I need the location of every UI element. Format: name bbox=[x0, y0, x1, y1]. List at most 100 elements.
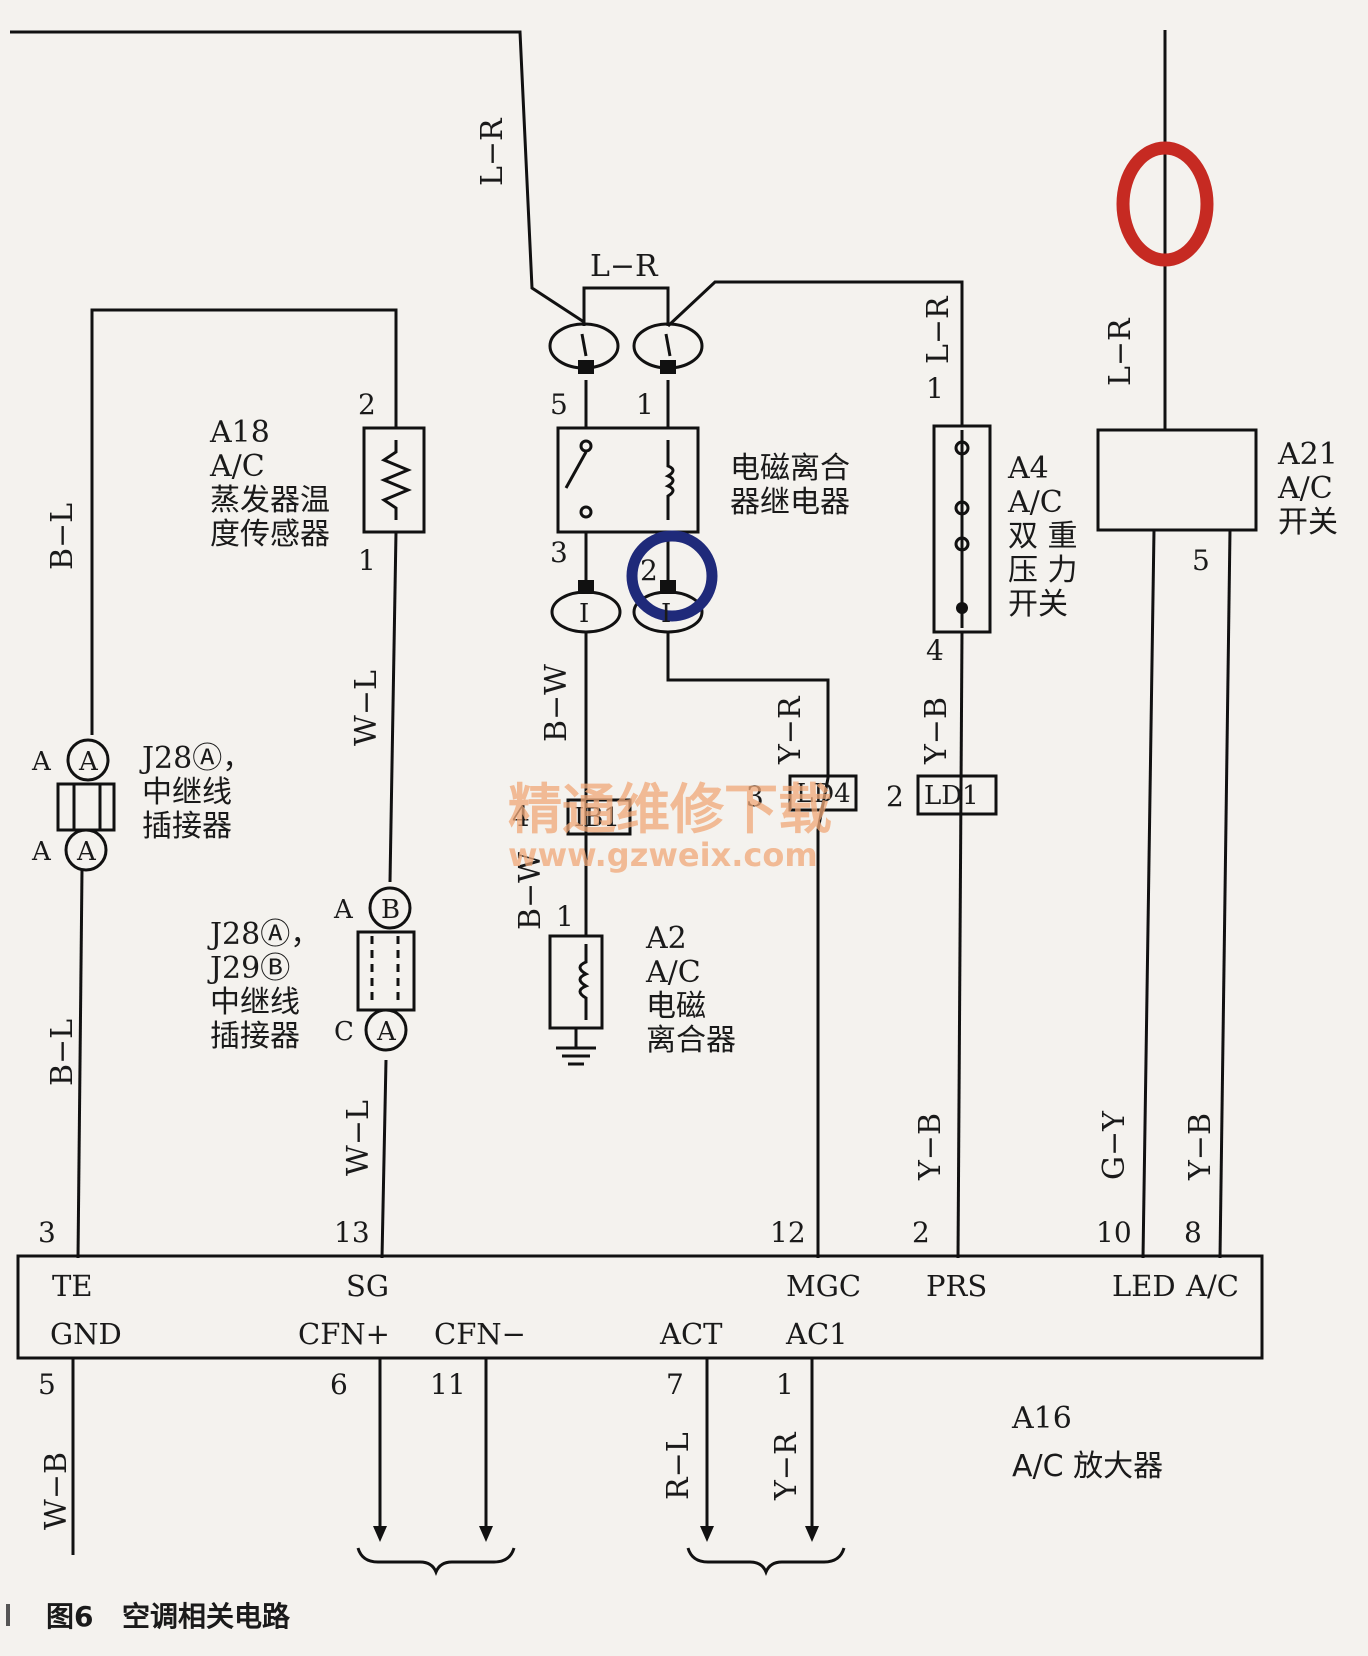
pin-relay-3: 3 bbox=[550, 536, 568, 569]
conn-j28-a-bottom: A bbox=[76, 837, 97, 867]
j28-top-connector bbox=[56, 738, 116, 872]
wire-label-wl-upper: W−L bbox=[349, 670, 384, 746]
wire-a4-prs bbox=[956, 631, 964, 1259]
pin-amp-2: 2 bbox=[912, 1216, 930, 1249]
pin-relay-2: 2 bbox=[640, 554, 658, 587]
conn-j28-left-top: A bbox=[31, 747, 52, 777]
relay-lower-right-socket bbox=[632, 590, 704, 634]
a21-code: A21 bbox=[1277, 437, 1338, 472]
conn-j28j29-a: A bbox=[376, 1017, 397, 1047]
wire-bl-lower bbox=[76, 869, 84, 1259]
a4-line1: A/C bbox=[1007, 485, 1063, 520]
relay-line1: 电磁离合 bbox=[730, 451, 850, 486]
wire-label-rl: R−L bbox=[661, 1432, 696, 1500]
j28j29-code1: J28Ⓐ， bbox=[207, 917, 320, 952]
amp-gnd: GND bbox=[50, 1317, 122, 1351]
j28j29-line2: 插接器 bbox=[210, 1019, 300, 1054]
ld4-connector bbox=[788, 774, 858, 812]
component-label-group: A18 A/C 蒸发器温 度传感器 电磁离合 器继电器 A4 A/C 双 重 压… bbox=[139, 415, 1338, 1484]
pin-ib1: 4 bbox=[512, 800, 530, 833]
conn-ld4: LD4 bbox=[796, 779, 851, 809]
pin-amp-11: 11 bbox=[430, 1368, 466, 1401]
amp-mgc: MGC bbox=[786, 1269, 861, 1303]
amp-te: TE bbox=[52, 1269, 93, 1303]
a18-line1: A/C bbox=[209, 449, 265, 484]
a4-line4: 开关 bbox=[1008, 587, 1068, 622]
j28-top-code: J28Ⓐ， bbox=[139, 741, 252, 776]
a2-line3: 离合器 bbox=[646, 1023, 736, 1058]
wire-label-bw-upper: B−W bbox=[539, 664, 574, 742]
amp-prs: PRS bbox=[926, 1269, 987, 1303]
a18-line2: 蒸发器温 bbox=[210, 483, 330, 518]
wire-label-yb-right: Y−B bbox=[1183, 1113, 1218, 1181]
caption-bar bbox=[6, 1604, 10, 1626]
wire-label-top-lr: L−R bbox=[475, 117, 510, 186]
amp-cfn-minus: CFN− bbox=[434, 1317, 526, 1351]
wire-yr-mgc bbox=[666, 632, 830, 1258]
wire-label-bl-upper: B−L bbox=[45, 503, 80, 570]
a16-amplifier-box bbox=[16, 1254, 1264, 1360]
amp-led: LED bbox=[1112, 1269, 1176, 1303]
wire-label-relay-lr: L−R bbox=[590, 249, 659, 284]
wire-top-lr bbox=[10, 30, 585, 324]
pin-amp-5: 5 bbox=[38, 1368, 56, 1401]
relay-lower-left-socket bbox=[550, 590, 622, 634]
ld1-connector bbox=[916, 774, 998, 816]
a21-line1: A/C bbox=[1277, 471, 1333, 506]
bottom-arrowheads bbox=[373, 1526, 819, 1542]
j28-top-line2: 插接器 bbox=[142, 809, 232, 844]
a4-code: A4 bbox=[1007, 451, 1049, 486]
wire-label-wl-lower: W−L bbox=[341, 1100, 376, 1176]
watermark-line2: www.gzweix.com bbox=[508, 836, 818, 874]
a18-sensor-symbol bbox=[362, 426, 426, 534]
connector-letter-group: A A A A B A A C I I IB1 LD4 LD1 bbox=[31, 599, 979, 1047]
wire-label-bl-lower: B−L bbox=[45, 1019, 80, 1086]
wire-yb-right bbox=[1218, 529, 1232, 1259]
a21-line2: 开关 bbox=[1278, 505, 1338, 540]
pin-amp-7: 7 bbox=[666, 1368, 684, 1401]
pin-amp-13: 13 bbox=[334, 1216, 370, 1249]
relay-box bbox=[556, 426, 700, 534]
conn-j28j29-b: B bbox=[381, 895, 400, 925]
pin-amp-12: 12 bbox=[770, 1216, 806, 1249]
conn-relay-lower-right: I bbox=[661, 599, 671, 629]
a2-line2: 电磁 bbox=[646, 989, 706, 1024]
a4-switch-symbol bbox=[932, 424, 992, 634]
wire-label-yr-mid: Y−R bbox=[773, 695, 808, 765]
amp-cfn-plus: CFN+ bbox=[298, 1317, 390, 1351]
relay-line2: 器继电器 bbox=[730, 485, 850, 520]
relay-lower-sockets bbox=[550, 580, 704, 634]
a16-line1: A/C 放大器 bbox=[1012, 1449, 1163, 1484]
watermark: 精通维修下载 www.gzweix.com bbox=[508, 778, 832, 874]
wire-relay-bridge bbox=[582, 286, 670, 326]
pin-amp-6: 6 bbox=[330, 1368, 348, 1401]
watermark-line1: 精通维修下载 bbox=[508, 778, 832, 841]
wire-wl-upper bbox=[388, 531, 398, 883]
wire-wl-lower bbox=[380, 1059, 388, 1259]
pin-ld1: 2 bbox=[886, 780, 904, 813]
pin-a4-top: 1 bbox=[926, 372, 944, 405]
pin-a18-bottom: 1 bbox=[358, 544, 376, 577]
pin-a21: 5 bbox=[1192, 544, 1210, 577]
wire-label-yr-bottom: Y−R bbox=[769, 1431, 804, 1501]
wire-label-a4-lr: L−R bbox=[921, 295, 956, 364]
pin-ld4: 3 bbox=[746, 780, 764, 813]
wire-label-yb-lower: Y−B bbox=[913, 1113, 948, 1181]
pin-a18-top: 2 bbox=[358, 388, 376, 421]
figure-caption: 图6 空调相关电路 bbox=[6, 1600, 291, 1633]
a18-code: A18 bbox=[209, 415, 270, 450]
amp-ac1: AC1 bbox=[785, 1317, 848, 1351]
pin-relay-1: 1 bbox=[636, 388, 654, 421]
a18-line3: 度传感器 bbox=[210, 517, 330, 552]
relay-upper-sockets bbox=[548, 322, 704, 374]
caption-figure: 图6 bbox=[46, 1600, 93, 1633]
pin-amp-8: 8 bbox=[1184, 1216, 1202, 1249]
conn-j28-left-bottom: A bbox=[31, 837, 52, 867]
conn-ib1: IB1 bbox=[574, 803, 620, 833]
a4-line2: 双 重 bbox=[1008, 519, 1078, 554]
brace-left bbox=[356, 1547, 516, 1577]
pin-a4-bottom: 4 bbox=[926, 634, 944, 667]
pin-amp-10: 10 bbox=[1096, 1216, 1132, 1249]
amp-sg: SG bbox=[346, 1269, 389, 1303]
